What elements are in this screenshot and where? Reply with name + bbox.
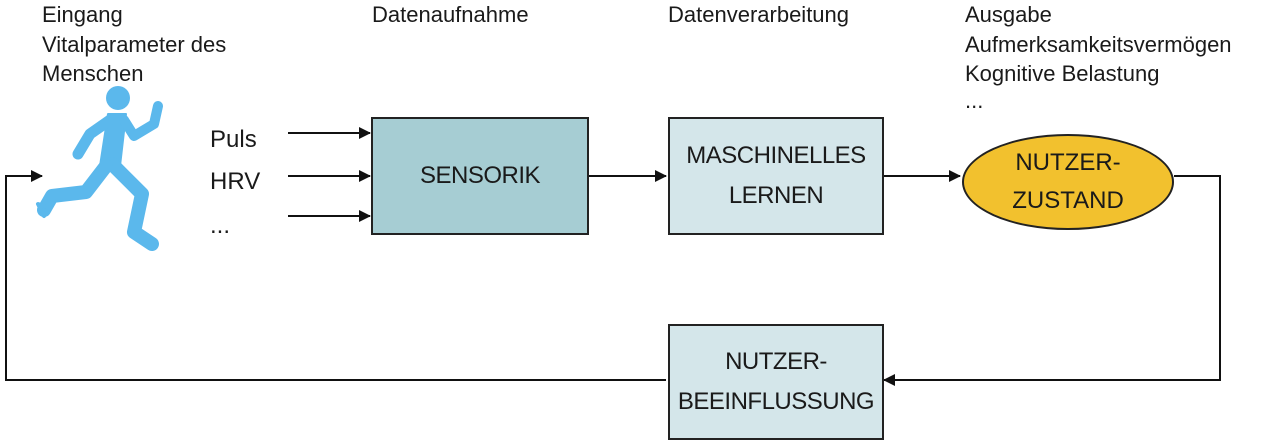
header-input-sub2: Menschen [42, 61, 144, 86]
machine-learning-box: MASCHINELLES LERNEN [668, 117, 884, 235]
user-influence-line1: NUTZER- [725, 348, 827, 375]
user-state-ellipse: NUTZER- ZUSTAND [962, 134, 1174, 230]
user-influence-line2: BEEINFLUSSUNG [677, 388, 875, 415]
header-processing: Datenverarbeitung [668, 2, 850, 27]
header-input: Eingang [42, 2, 123, 27]
signal-more: ... [210, 212, 231, 239]
arrow-state-to-influence [883, 175, 1221, 386]
output-item-attention: Aufmerksamkeitsvermögen [965, 32, 1232, 57]
ml-label-line2: LERNEN [728, 182, 824, 209]
sensorik-box: SENSORIK [371, 117, 589, 235]
output-item-cognitive-load: Kognitive Belastung [965, 61, 1160, 86]
user-state-line2: ZUSTAND [1012, 187, 1124, 214]
output-item-ellipsis: ... [965, 88, 984, 113]
arrow-feedback-to-human [5, 170, 666, 381]
user-state-line1: NUTZER- [1015, 149, 1121, 176]
signal-hrv: HRV [210, 168, 261, 195]
sensorik-label: SENSORIK [419, 162, 541, 189]
user-influence-box: NUTZER- BEEINFLUSSUNG [668, 324, 884, 440]
ml-label-line1: MASCHINELLES [686, 142, 866, 169]
header-input-sub1: Vitalparameter des [42, 32, 227, 57]
header-acquisition: Datenaufnahme [372, 2, 529, 27]
signal-puls: Puls [210, 126, 257, 153]
header-output: Ausgabe [965, 2, 1052, 27]
running-person-icon [36, 86, 163, 251]
